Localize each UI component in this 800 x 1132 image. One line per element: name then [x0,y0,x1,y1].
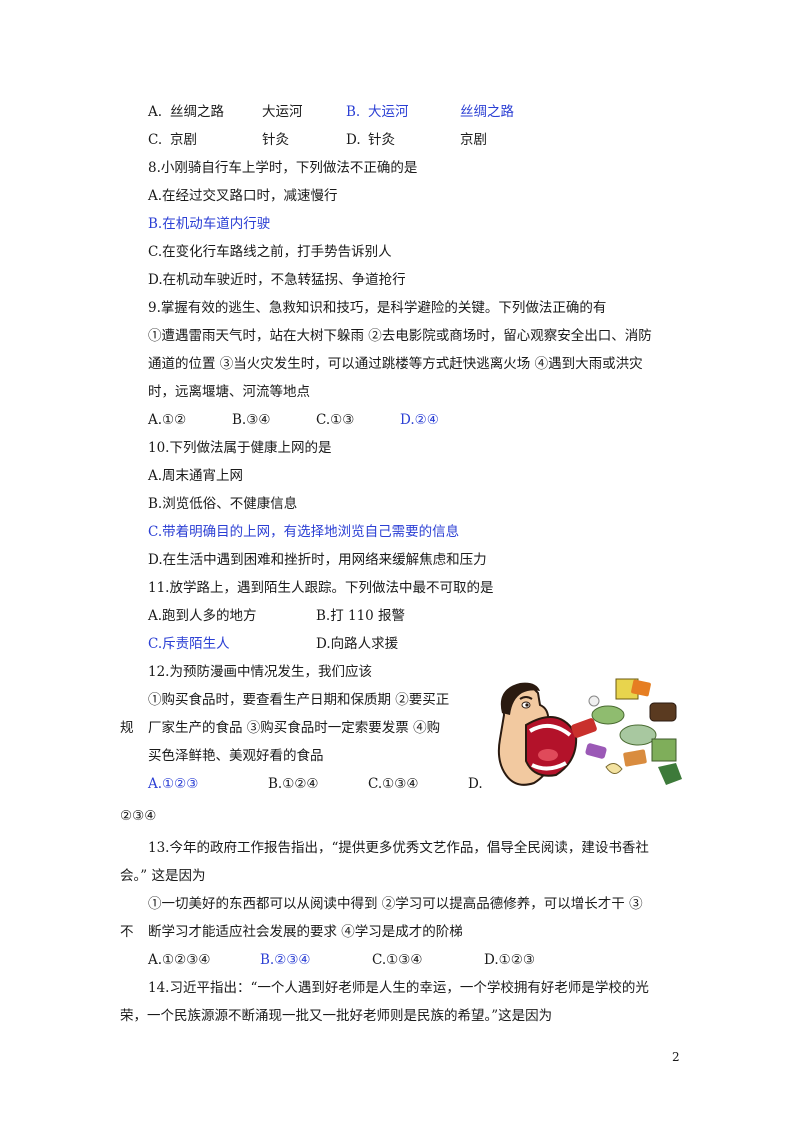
q12-option-a: A.①②③ [148,776,199,792]
q14-stem-line-2: 荣，一个民族源源不断涌现一批又一批好老师则是民族的希望。”这是因为 [120,1008,553,1024]
q11-stem: 11.放学路上，遇到陌生人跟踪。下列做法中最不可取的是 [148,580,494,596]
q9-option-a: A.①② [148,412,187,428]
q8-option-c: C.在变化行车路线之前，打手势告诉别人 [148,244,392,260]
q8-option-a: A.在经过交叉路口时，减速慢行 [148,188,338,204]
q9-option-b: B.③④ [232,412,271,428]
q13-body-line: ①一切美好的东西都可以从阅读中得到 ②学习可以提高品德修养，可以增长才干 ③ [148,896,643,912]
food-cartoon-image [497,678,682,786]
q7-option-a-text2: 大运河 [262,104,303,120]
q12-body-line: 厂家生产的食品 ③购买食品时一定索要发票 ④购 [148,720,441,736]
q13-body-line-2: 断学习才能适应社会发展的要求 ④学习是成才的阶梯 [148,924,463,940]
q8-stem: 8.小刚骑自行车上学时，下列做法不正确的是 [148,160,418,176]
q13-option-b: B.②③④ [260,952,311,968]
q7-option-b-text1: 大运河 [368,104,409,120]
q9-body-line: 通道的位置 ③当火灾发生时，可以通过跳楼等方式赶快逃离火场 ④遇到大雨或洪灾 [148,356,643,372]
q12-body-line: ①购买食品时，要查看生产日期和保质期 ②要买正 [148,692,450,708]
q13-stem-line-2: 会。” 这是因为 [120,868,206,884]
q9-body-line: ①遭遇雷雨天气时，站在大树下躲雨 ②去电影院或商场时，留心观察安全出口、消防 [148,328,652,344]
q7-option-a-text1: 丝绸之路 [170,104,224,120]
q13-option-d: D.①②③ [484,952,535,968]
q7-option-a-label: A. [148,104,163,120]
q12-stem: 12.为预防漫画中情况发生，我们应该 [148,664,372,680]
q10-option-a: A.周末通宵上网 [148,468,244,484]
q10-option-d: D.在生活中遇到困难和挫折时，用网络来缓解焦虑和压力 [148,552,487,568]
page-number: 2 [672,1050,680,1064]
q12-option-c: C.①③④ [368,776,419,792]
q11-option-c: C.斥责陌生人 [148,636,230,652]
q13-option-c: C.①③④ [372,952,423,968]
q7-option-b-label: B. [346,104,361,120]
q11-option-d: D.向路人求援 [316,636,399,652]
q12-option-d-label: D. [468,776,483,792]
q11-option-a: A.跑到人多的地方 [148,608,257,624]
q10-option-c: C.带着明确目的上网，有选择地浏览自己需要的信息 [148,524,460,540]
q12-option-d-wrap: ②③④ [120,808,157,824]
q8-option-d: D.在机动车驶近时，不急转猛拐、争道抢行 [148,272,406,288]
q9-stem: 9.掌握有效的逃生、急救知识和技巧，是科学避险的关键。下列做法正确的有 [148,300,607,316]
q7-option-c-text2: 针灸 [262,132,289,148]
q10-stem: 10.下列做法属于健康上网的是 [148,440,332,456]
q13-stem-line: 13.今年的政府工作报告指出，“提供更多优秀文艺作品，倡导全民阅读，建设书香社 [148,840,649,856]
q12-margin-char: 规 [120,720,134,736]
q7-option-c-text1: 京剧 [170,132,197,148]
q13-option-a: A.①②③④ [148,952,211,968]
q7-option-b-text2: 丝绸之路 [460,104,514,120]
q7-option-d-label: D. [346,132,361,148]
q7-option-d-text1: 针灸 [368,132,395,148]
q12-body-line: 买色泽鲜艳、美观好看的食品 [148,748,324,764]
q9-body-line: 时，远离堰塘、河流等地点 [148,384,310,400]
q7-option-c-label: C. [148,132,163,148]
q11-option-b: B.打 110 报警 [316,608,406,624]
q10-option-b: B.浏览低俗、不健康信息 [148,496,298,512]
q12-option-b: B.①②④ [268,776,319,792]
q9-option-c: C.①③ [316,412,355,428]
q9-option-d: D.②④ [400,412,439,428]
q8-option-b: B.在机动车道内行驶 [148,216,271,232]
q13-margin-char: 不 [120,924,134,940]
q7-option-d-text2: 京剧 [460,132,487,148]
q14-stem-line: 14.习近平指出：“一个人遇到好老师是人生的幸运，一个学校拥有好老师是学校的光 [148,980,649,996]
